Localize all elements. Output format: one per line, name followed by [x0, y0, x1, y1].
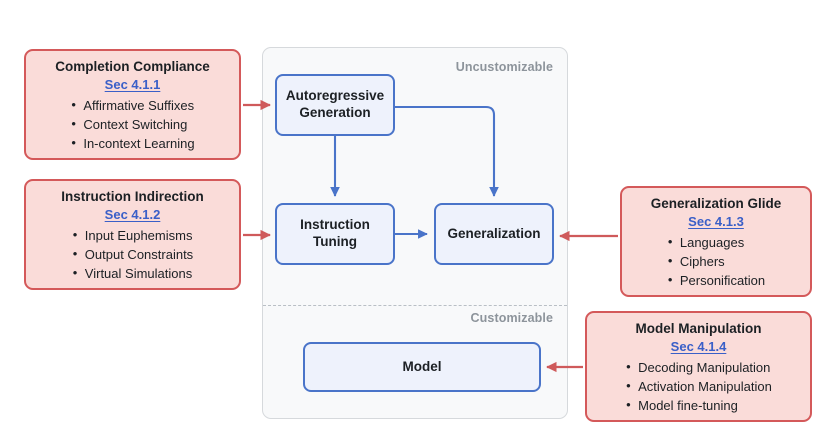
zone-label-customizable: Customizable	[470, 311, 553, 325]
section-link[interactable]: Sec 4.1.3	[688, 214, 744, 230]
list-item: In-context Learning	[70, 133, 194, 153]
list-item: Decoding Manipulation	[625, 357, 772, 377]
card-instruction-indirection[interactable]: Instruction Indirection Sec 4.1.2 Input …	[24, 179, 241, 290]
list-item: Affirmative Suffixes	[70, 95, 194, 115]
list-item: Model fine-tuning	[625, 395, 772, 415]
card-title: Generalization Glide	[650, 196, 782, 211]
card-title: Instruction Indirection	[61, 189, 204, 204]
card-item-list: Input Euphemisms Output Constraints Virt…	[72, 225, 193, 283]
section-link[interactable]: Sec 4.1.1	[104, 77, 161, 93]
stage-autoregressive-generation[interactable]: Autoregressive Generation	[275, 74, 395, 136]
card-model-manipulation[interactable]: Model Manipulation Sec 4.1.4 Decoding Ma…	[585, 311, 812, 422]
card-completion-compliance[interactable]: Completion Compliance Sec 4.1.1 Affirmat…	[24, 49, 241, 160]
stage-label: Model	[402, 358, 442, 374]
list-item: Languages	[667, 232, 765, 252]
list-item: Virtual Simulations	[72, 263, 193, 283]
stage-instruction-tuning[interactable]: Instruction Tuning	[275, 203, 395, 265]
card-item-list: Languages Ciphers Personification	[667, 232, 765, 290]
stage-label: Autoregressive Generation	[285, 88, 385, 120]
list-item: Input Euphemisms	[72, 225, 193, 245]
card-item-list: Decoding Manipulation Activation Manipul…	[625, 357, 772, 415]
stage-generalization[interactable]: Generalization	[434, 203, 554, 265]
card-generalization-glide[interactable]: Generalization Glide Sec 4.1.3 Languages…	[620, 186, 812, 297]
stage-label: Instruction Tuning	[300, 217, 370, 249]
card-item-list: Affirmative Suffixes Context Switching I…	[70, 95, 194, 153]
list-item: Output Constraints	[72, 244, 193, 264]
section-link[interactable]: Sec 4.1.4	[670, 339, 727, 355]
card-title: Completion Compliance	[55, 59, 210, 74]
section-link[interactable]: Sec 4.1.2	[104, 207, 161, 223]
list-item: Activation Manipulation	[625, 376, 772, 396]
stage-label: Generalization	[447, 225, 541, 241]
zone-label-uncustomizable: Uncustomizable	[455, 60, 553, 74]
customizability-divider	[263, 305, 567, 306]
stage-model[interactable]: Model	[303, 342, 541, 392]
list-item: Ciphers	[667, 251, 765, 271]
list-item: Personification	[667, 270, 765, 290]
list-item: Context Switching	[70, 114, 194, 134]
card-title: Model Manipulation	[635, 321, 762, 336]
